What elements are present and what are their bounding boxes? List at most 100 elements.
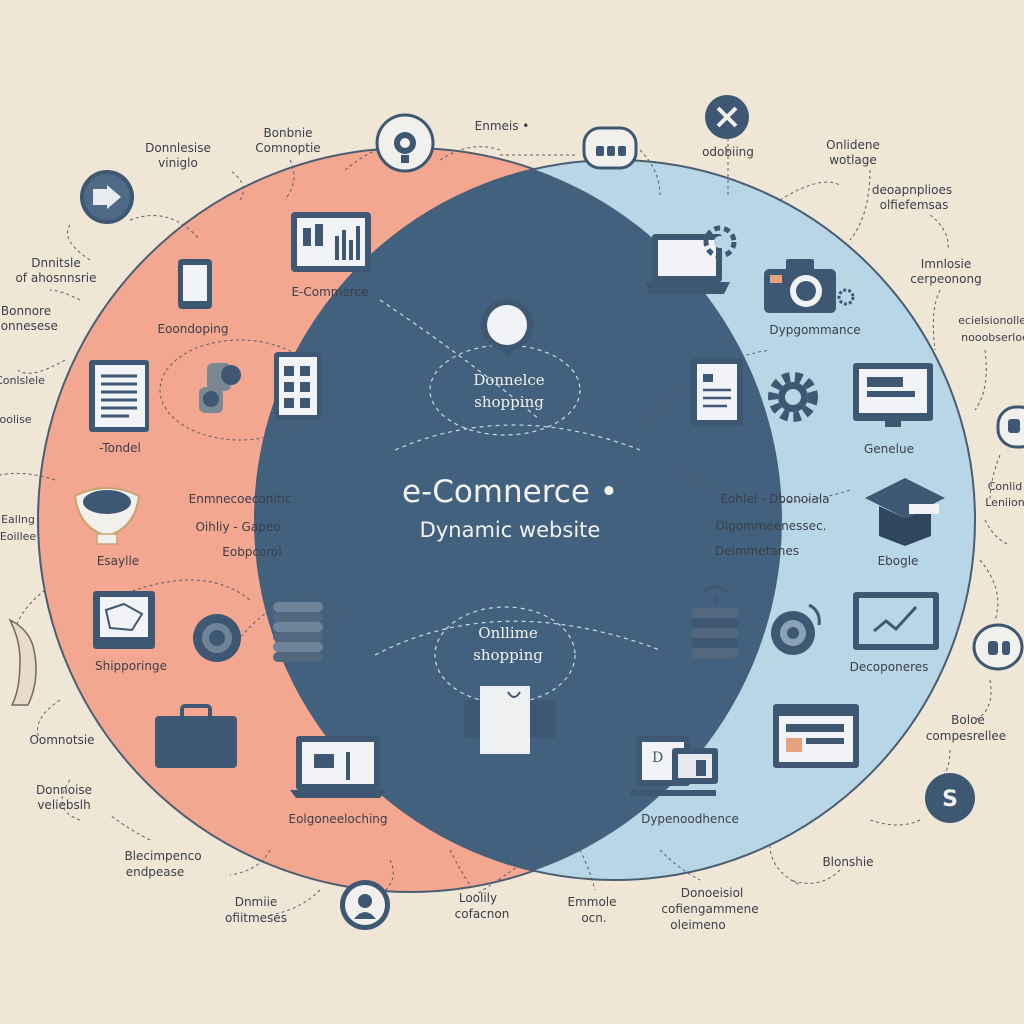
- outer-bottom-4-1: Emmole: [567, 895, 616, 909]
- label-right-list-2: Dlgommeenessec.: [716, 519, 827, 533]
- browser-window-icon: [773, 704, 859, 768]
- pills-icon: [199, 363, 241, 413]
- webcam-icon: [375, 113, 435, 173]
- tablet-icon: [178, 259, 212, 309]
- outer-left-1-1: Dnnitsle: [31, 256, 80, 270]
- bag-icon: [464, 686, 556, 754]
- outer-left-2-2: connesese: [0, 319, 58, 333]
- desktop-files-icon: D: [630, 736, 718, 796]
- outer-bottom-4-2: ocn.: [581, 911, 606, 925]
- label-list-2: Oihliy - Gapeo: [195, 520, 280, 534]
- outer-right-5-2: Leniion: [985, 496, 1024, 509]
- label-left-bottom: Eolgoneeloching: [288, 812, 387, 826]
- outer-labels: Donnlesise viniglo Bonbnie Comnoptie Enm…: [0, 119, 1024, 932]
- center-top-label-1: Donnelce: [473, 371, 544, 389]
- center-subtitle: Dynamic website: [420, 518, 601, 542]
- pin-icon: [481, 299, 533, 357]
- laptop-gear-icon: [644, 225, 737, 294]
- outer-right-1-1: Onlidene: [826, 138, 880, 152]
- target-icon: [771, 603, 821, 655]
- right-circle-labels: Dypgommance Genelue Eohlel - Dbonoiala D…: [641, 323, 928, 826]
- camera-icon: [764, 259, 855, 313]
- outer-top-left-2: viniglo: [158, 156, 198, 170]
- outer-left-3-1: Conlslele: [0, 374, 45, 387]
- label-genelue: Genelue: [864, 442, 914, 456]
- label-esaylle: Esaylle: [97, 554, 139, 568]
- outer-right-5-1: Conlid: [988, 480, 1022, 493]
- coins-icon: [193, 614, 241, 662]
- label-dypgommence: Dypgommance: [769, 323, 860, 337]
- outer-left-3-2: loolise: [0, 413, 32, 426]
- gear-icon: [768, 372, 818, 422]
- outer-right-3-1: Imnlosie: [921, 257, 971, 271]
- outer-right-6-2: compesrellee: [926, 729, 1006, 743]
- outer-bottom-3-2: cofacnon: [455, 907, 510, 921]
- outer-left-2-1: Bonnore: [1, 304, 51, 318]
- document-icon: [691, 358, 743, 426]
- signal-coins-icon: [691, 585, 739, 658]
- label-tondel: -Tondel: [99, 441, 141, 455]
- outer-left-4-2: Eoillee: [0, 530, 36, 543]
- overlap-region: [255, 160, 782, 880]
- label-list-1: Enmnecoeconitic: [189, 492, 292, 506]
- outer-bottom-3-1: Loolily: [459, 891, 497, 905]
- avatar-badge-icon: [340, 880, 390, 930]
- chat-badge-icon: [972, 623, 1024, 671]
- outer-bottom-5-2: cofiengammene: [661, 902, 758, 916]
- cassette-icon: [582, 126, 638, 170]
- bowl-icon: [73, 487, 141, 545]
- center-bottom-label-2: shopping: [473, 646, 543, 664]
- outer-left-6-2: veliebslh: [37, 798, 90, 812]
- briefcase-icon: [155, 704, 237, 768]
- svg-text:D: D: [652, 750, 663, 766]
- outer-left-6-1: Donnoise: [36, 783, 92, 797]
- calculator-icon: [274, 352, 322, 420]
- tools-icon: [705, 95, 749, 139]
- outer-bottom-5-3: oleimeno: [670, 918, 725, 932]
- outer-right-2-1: deoapnplioes: [872, 183, 952, 197]
- label-ecommerce: E-Commerce: [291, 285, 368, 299]
- label-right-bottom: Dypenoodhence: [641, 812, 739, 826]
- outer-left-5-1: Oomnotsie: [29, 733, 94, 747]
- label-right-list-3: Deimmetanes: [715, 544, 799, 558]
- label-decoponeres: Decoponeres: [850, 660, 929, 674]
- stack-coins-icon: [273, 602, 323, 662]
- outer-left-4-1: Eallng: [1, 513, 35, 526]
- outer-top-mid-2: Comnoptie: [255, 141, 320, 155]
- outer-right-3-2: cerpeonong: [910, 272, 981, 286]
- label-shipporinge: Shipporinge: [95, 659, 167, 673]
- outer-right-4-1: ecielsionolles: [958, 314, 1024, 327]
- book-icon: [89, 360, 149, 432]
- left-circle-labels: E-Commerce Eoondoping -Tondel Esaylle En…: [95, 285, 388, 826]
- venn-circles: [37, 147, 976, 893]
- arrow-badge-icon: [80, 170, 134, 224]
- mortarboard-icon: [865, 478, 945, 546]
- outer-bottom-5-1: Donoeisiol: [681, 886, 744, 900]
- outer-bottom-1-2: endpease: [126, 865, 185, 879]
- outer-bottom-1-1: Blecimpenco: [124, 849, 201, 863]
- outer-bottom-2-1: Dnmiie: [235, 895, 278, 909]
- monitor-icon: [853, 363, 933, 427]
- label-ebogle: Ebogle: [878, 554, 919, 568]
- label-right-list-1: Eohlel - Dbonoiala: [720, 492, 829, 506]
- label-badge-icon: [996, 405, 1024, 449]
- label-list-3: Eobpcorol: [222, 545, 281, 559]
- chart-window-icon: [291, 212, 371, 272]
- center-bottom-label-1: Onllime: [478, 624, 538, 642]
- label-bookshopping: Eoondoping: [157, 322, 228, 336]
- hand-icon: [8, 618, 37, 706]
- outer-bottom-6-1: Blonshie: [822, 855, 873, 869]
- laptop-icon: [290, 736, 386, 798]
- outer-top-left-1: Donnlesise: [145, 141, 211, 155]
- outer-top-center: Enmeis •: [475, 119, 530, 133]
- center-top-label-2: shopping: [474, 393, 544, 411]
- outer-right-6-1: Boloe: [951, 713, 985, 727]
- outer-right-2-2: olfiefemsas: [880, 198, 949, 212]
- outer-right-1-2: wotlage: [829, 153, 877, 167]
- trend-chart-icon: [853, 592, 939, 650]
- center-labels: e-Comnerce • Dynamic website Donnelce sh…: [402, 371, 618, 664]
- outer-left-1-2: of ahosnnsrie: [15, 271, 96, 285]
- monitor-map-icon: [93, 591, 155, 649]
- dollar-badge-icon: S: [925, 773, 975, 823]
